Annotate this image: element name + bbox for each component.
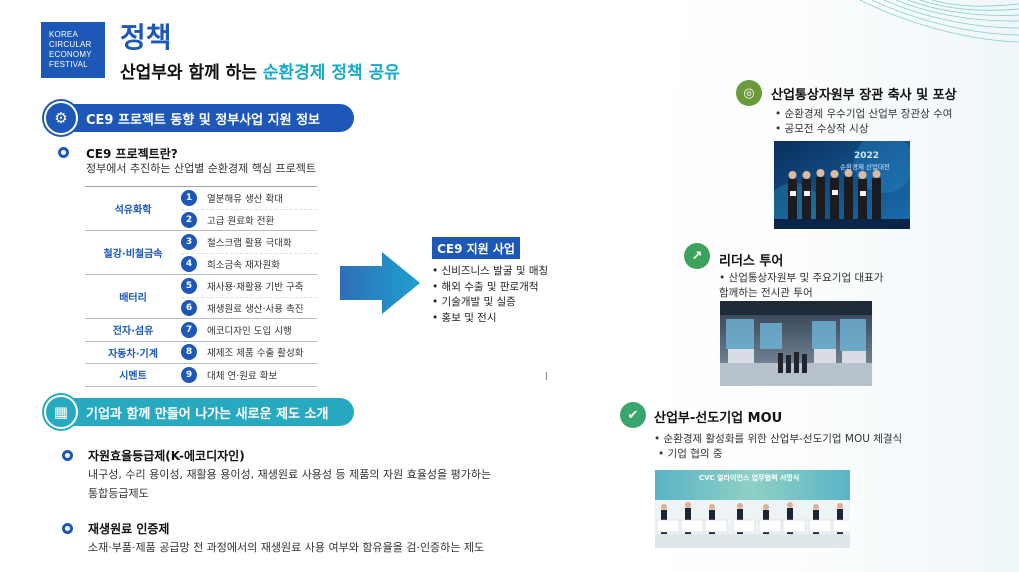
number-badge: 3 [181, 233, 197, 250]
award-line: • 순환경제 우수기업 산업부 장관상 수여 [775, 108, 953, 120]
mou-title: 산업부-선도기업 MOU [654, 411, 783, 426]
project-item: 6 재생원료 생산·사용 촉진 [181, 296, 317, 319]
k-ecodesign-text: 통합등급제도 [88, 487, 149, 500]
project-label: 철스크랩 활용 극대화 [207, 237, 292, 249]
award-title: 산업통상자원부 장관 축사 및 포상 [771, 88, 957, 103]
tour-icon: ↗ [684, 243, 710, 269]
ce9-project-table: 석유화학 1 열분해유 생산 확대 2 고급 원료화 전환 철강·비철금속 3 철스크… [85, 186, 317, 387]
number-badge: 2 [181, 211, 197, 228]
table-row: 철강·비철금속 3 철스크랩 활용 극대화 4 희소금속 재자원화 [85, 231, 317, 275]
logo-line: ECONOMY [49, 50, 92, 59]
festival-logo: KOREA CIRCULAR ECONOMY FESTIVAL [41, 22, 105, 78]
project-item: 2 고급 원료화 전환 [181, 208, 317, 231]
project-item: 9 대체 연·원료 확보 [181, 364, 317, 386]
bullet-ring-icon [58, 147, 69, 158]
mou-line: • 기업 협의 중 [658, 448, 723, 460]
ce9-heading: CE9 프로젝트란? [86, 147, 178, 161]
award-ceremony-photo: 2022 순환경제 산업대전 [774, 141, 910, 229]
bullet-ring-icon [62, 450, 73, 461]
divider [546, 372, 547, 380]
table-row: 시멘트 9 대체 연·원료 확보 [85, 364, 317, 387]
page-title: 정책 [120, 21, 172, 54]
subtitle-prefix: 산업부와 함께 하는 [120, 63, 263, 83]
section-new-system-header: 기업과 함께 만들어 나가는 새로운 제도 소개 [48, 398, 354, 426]
number-badge: 5 [181, 277, 197, 294]
subtitle-highlight: 순환경제 정책 공유 [262, 63, 400, 83]
photo-caption: CVC 얼라이언스 업무협력 서명식 [699, 474, 800, 482]
photo-caption-year: 2022 [854, 151, 880, 161]
tour-title: 리더스 투어 [719, 254, 784, 269]
list-item: • 신비즈니스 발굴 및 매칭 [432, 265, 549, 277]
number-badge: 7 [181, 321, 197, 338]
exhibition-tour-photo [720, 301, 872, 386]
logo-line: FESTIVAL [49, 60, 88, 69]
page-subtitle: 산업부와 함께 하는 순환경제 정책 공유 [120, 58, 400, 83]
category-label: 자동차·기계 [108, 348, 158, 360]
project-label: 열분해유 생산 확대 [207, 193, 283, 205]
award-line: • 공모전 수상작 시상 [775, 123, 869, 135]
category-label: 철강·비철금속 [103, 249, 163, 260]
number-badge: 8 [181, 344, 197, 361]
ce9-description: 정부에서 추진하는 산업별 순환경제 핵심 프로젝트 [86, 162, 317, 175]
project-label: 재사용·재활용 기반 구축 [207, 281, 304, 293]
category-label: 전자·섬유 [112, 326, 154, 338]
k-ecodesign-text: 내구성, 수리 용이성, 재활용 용이성, 재생원료 사용성 등 제품의 자원 … [88, 468, 492, 481]
project-item: 8 재제조 제품 수출 활성화 [181, 342, 317, 364]
section-ce9-header: CE9 프로젝트 동향 및 정부사업 지원 정보 [48, 104, 354, 132]
logo-line: CIRCULAR [49, 40, 92, 49]
building-icon: ▦ [44, 395, 78, 429]
project-label: 에코디자인 도입 시행 [207, 325, 292, 337]
list-item: • 기술개발 및 실증 [432, 296, 516, 308]
project-label: 고급 원료화 전환 [207, 215, 275, 227]
category-label: 배터리 [119, 293, 147, 304]
project-item: 3 철스크랩 활용 극대화 [181, 231, 317, 253]
project-item: 1 열분해유 생산 확대 [181, 187, 317, 209]
mou-line: • 순환경제 활성화를 위한 산업부-선도기업 MOU 체결식 [654, 433, 903, 445]
project-label: 재생원료 생산·사용 촉진 [207, 303, 304, 315]
number-badge: 4 [181, 255, 197, 272]
tour-line: 함께하는 전시관 투어 [719, 287, 813, 299]
number-badge: 1 [181, 189, 197, 206]
logo-line: KOREA [49, 30, 79, 39]
table-row: 배터리 5 재사용·재활용 기반 구축 6 재생원료 생산·사용 촉진 [85, 275, 317, 319]
project-item: 7 에코디자인 도입 시행 [181, 319, 317, 341]
list-item: • 홍보 및 전시 [432, 311, 497, 324]
recycled-cert-text: 소재·부품·제품 공급망 전 과정에서의 재생원료 사용 여부와 함유율을 검·… [88, 541, 485, 554]
ce9-support-title: CE9 지원 사업 [432, 237, 520, 259]
table-row: 자동차·기계 8 재제조 제품 수출 활성화 [85, 342, 317, 364]
project-item: 5 재사용·재활용 기반 구축 [181, 275, 317, 297]
tour-line: • 산업통상자원부 및 주요기업 대표가 [719, 272, 884, 284]
mou-ceremony-photo: CVC 얼라이언스 업무협력 서명식 [655, 470, 850, 548]
ce9-support-list: • 신비즈니스 발굴 및 매칭 • 해외 수출 및 판로개척 • 기술개발 및 … [432, 264, 548, 326]
project-label: 희소금속 재자원화 [207, 259, 280, 271]
project-item: 4 희소금속 재자원화 [181, 252, 317, 275]
category-label: 시멘트 [119, 371, 147, 383]
number-badge: 6 [181, 299, 197, 316]
number-badge: 9 [181, 366, 197, 383]
list-item: • 해외 수출 및 판로개척 [432, 280, 539, 293]
gear-person-icon: ⚙ [44, 101, 78, 135]
medal-icon: ◎ [736, 80, 762, 106]
table-row: 전자·섬유 7 에코디자인 도입 시행 [85, 319, 317, 342]
arrow-right-icon [340, 252, 420, 314]
k-ecodesign-heading: 자원효율등급제(K-에코디자인) [88, 449, 245, 463]
bullet-ring-icon [62, 523, 73, 534]
category-label: 석유화학 [114, 205, 152, 216]
handshake-icon: ✔ [620, 402, 646, 428]
project-label: 재제조 제품 수출 활성화 [207, 348, 304, 360]
project-label: 대체 연·원료 확보 [207, 370, 278, 382]
photo-caption: 순환경제 산업대전 [840, 163, 890, 171]
recycled-cert-heading: 재생원료 인증제 [88, 522, 170, 536]
table-row: 석유화학 1 열분해유 생산 확대 2 고급 원료화 전환 [85, 187, 317, 231]
